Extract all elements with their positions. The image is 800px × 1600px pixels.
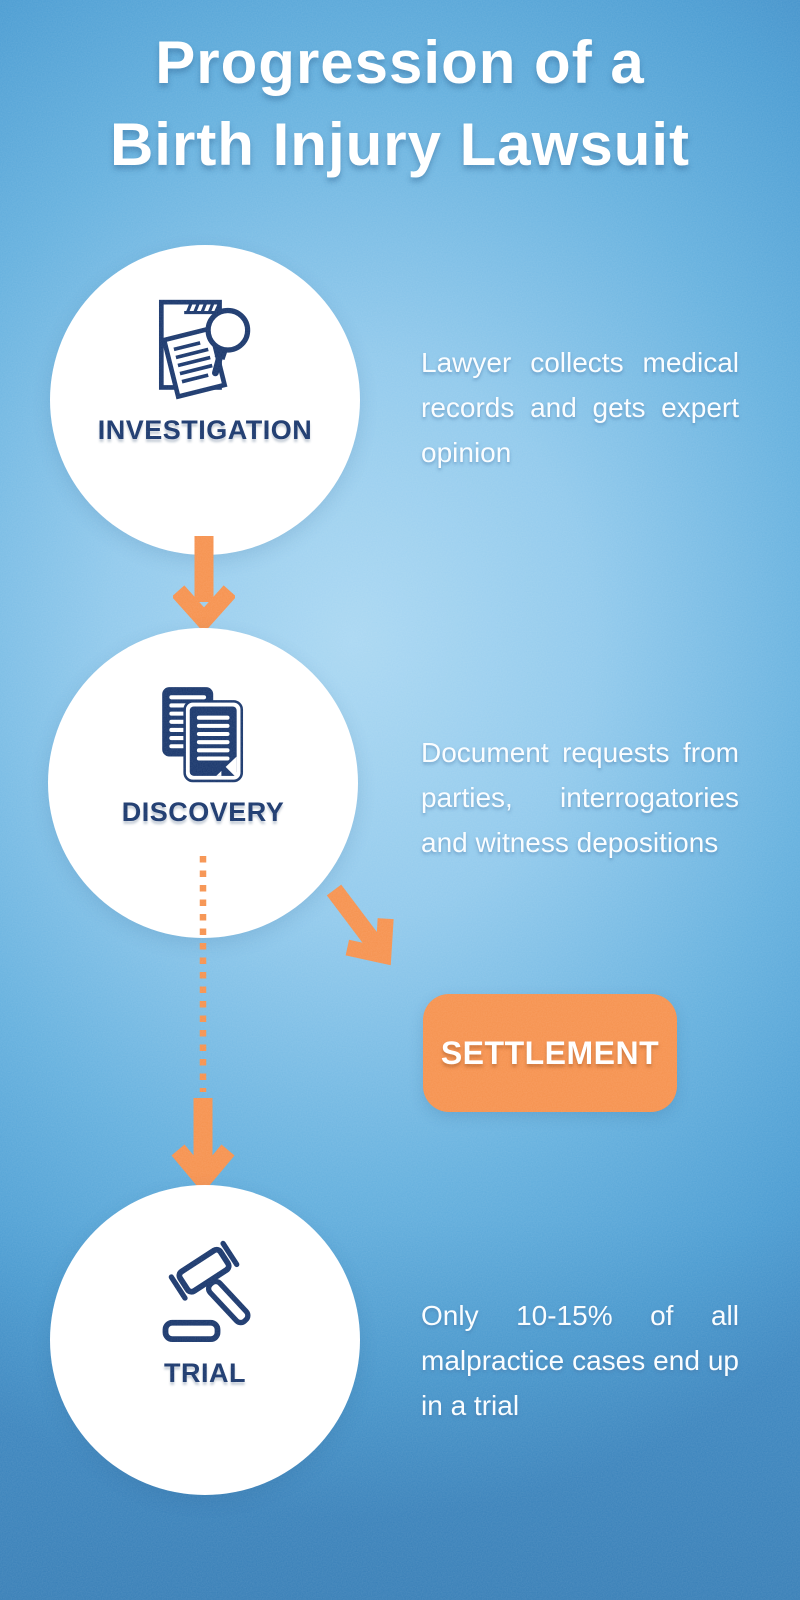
arrow-diagonal-icon [318, 882, 428, 992]
step-label-trial: TRIAL [164, 1358, 246, 1388]
step-description-trial: Only 10-15% of all malpractice cases end… [421, 1300, 739, 1421]
settlement-box: SETTLEMENT [423, 994, 677, 1112]
page-title-line2: Birth Injury Lawsuit [109, 111, 691, 178]
step-circle-trial: TRIAL [50, 1185, 360, 1495]
gavel-icon [162, 1240, 251, 1343]
settlement-label: SETTLEMENT [440, 1034, 660, 1071]
page-title: Progression of a Birth Injury Lawsuit [0, 22, 800, 186]
step-description-investigation: Lawyer collects medical records and gets… [421, 347, 739, 468]
arrow-down-icon [173, 536, 235, 638]
document-search-icon [158, 299, 251, 400]
page-title-line1: Progression of a [155, 29, 645, 96]
step-circle-investigation: INVESTIGATION [50, 245, 360, 555]
step-label-discovery: DISCOVERY [121, 797, 285, 827]
step-description-discovery: Document requests from parties, interrog… [421, 737, 739, 858]
documents-icon [162, 687, 244, 783]
arrow-down-dotted-icon [171, 852, 235, 1208]
step-label-investigation: INVESTIGATION [97, 415, 313, 445]
